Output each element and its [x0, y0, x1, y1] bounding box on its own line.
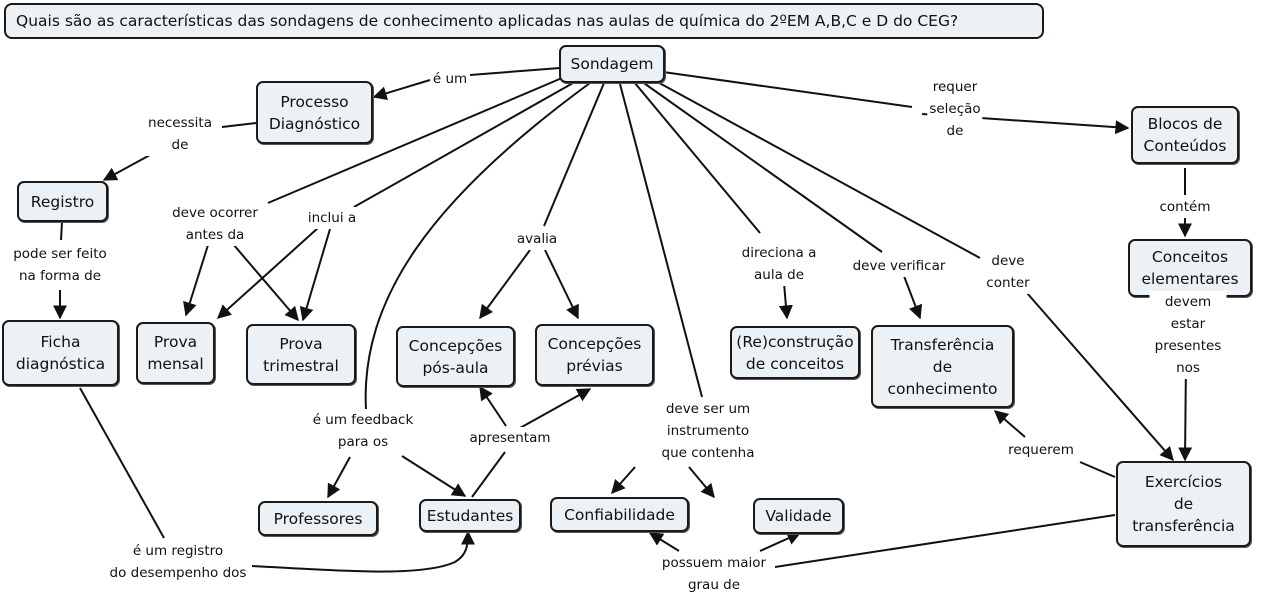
link-pode-ser-feito: pode ser feito na forma de — [11, 243, 109, 287]
link-apresentam: apresentam — [467, 427, 553, 449]
link-line — [648, 532, 680, 552]
link-line — [221, 122, 257, 128]
link-e-um: é um — [430, 68, 470, 90]
link-line — [619, 83, 703, 398]
link-line — [469, 67, 561, 76]
link-requer-selecao: requer seleção de — [927, 76, 983, 142]
link-line — [1026, 292, 1174, 462]
link-line — [903, 275, 923, 320]
link-line — [267, 77, 563, 204]
link-line — [519, 388, 592, 429]
link-line — [1079, 461, 1116, 478]
link-deve-conter: deve conter — [984, 250, 1032, 294]
focus-question-text: Quais são as características das sondage… — [16, 12, 959, 30]
node-exercicios-transferencia[interactable]: Exercícios de transferência — [1116, 461, 1251, 547]
link-devem-estar: devem estar presentes nos — [1149, 291, 1227, 379]
link-line — [759, 531, 802, 552]
node-confiabilidade[interactable]: Confiabilidade — [550, 497, 689, 532]
link-possuem: possuem maior grau de — [659, 552, 769, 596]
node-prova-trimestral[interactable]: Prova trimestral — [246, 324, 356, 385]
link-contem: contém — [1157, 196, 1213, 218]
link-line — [299, 228, 331, 322]
link-line — [774, 514, 1116, 568]
link-registro-desempenho: é um registro do desempenho dos — [107, 540, 249, 584]
node-validade[interactable]: Validade — [753, 498, 844, 534]
link-line — [79, 387, 165, 539]
node-concepcoes-pos-aula[interactable]: Concepções pós-aula — [396, 326, 515, 387]
link-line — [102, 154, 151, 181]
link-line — [543, 82, 605, 227]
node-processo-diagnostico[interactable]: Processo Diagnóstico — [256, 81, 373, 144]
link-necessita-de: necessita de — [146, 112, 214, 156]
node-transferencia-conhecimento[interactable]: Transferência de conhecimento — [871, 325, 1014, 408]
link-line — [401, 455, 467, 497]
link-line — [688, 466, 715, 499]
link-line — [544, 249, 579, 320]
link-deve-ser-instrumento: deve ser um instrumento que contenha — [659, 398, 757, 464]
link-avalia: avalia — [514, 228, 560, 250]
link-line — [993, 410, 1026, 438]
link-line — [372, 79, 431, 101]
node-blocos-conteudos[interactable]: Blocos de Conteúdos — [1131, 106, 1239, 164]
link-line — [364, 82, 591, 411]
node-estudantes[interactable]: Estudantes — [419, 499, 521, 532]
link-line — [611, 466, 636, 495]
link-line — [471, 451, 506, 498]
link-deve-ocorrer: deve ocorrer antes da — [170, 202, 260, 246]
node-prova-mensal[interactable]: Prova mensal — [136, 322, 215, 384]
node-professores[interactable]: Professores — [258, 501, 378, 536]
link-line — [479, 249, 531, 320]
link-deve-verificar: deve verificar — [850, 255, 948, 277]
node-ficha-diagnostica[interactable]: Ficha diagnóstica — [2, 320, 119, 386]
link-line — [327, 456, 351, 499]
node-conceitos-elementares[interactable]: Conceitos elementares — [1128, 239, 1252, 297]
node-sondagem[interactable]: Sondagem — [559, 45, 665, 83]
link-line — [251, 530, 475, 573]
link-line — [651, 78, 981, 259]
link-line — [353, 82, 574, 208]
link-inclui-a: inclui a — [305, 207, 359, 229]
link-requerem: requerem — [1006, 439, 1076, 461]
link-line — [216, 227, 319, 319]
node-registro[interactable]: Registro — [17, 181, 108, 222]
link-line — [479, 385, 507, 427]
focus-question: Quais são as características das sondage… — [4, 3, 1044, 39]
link-line — [232, 243, 299, 322]
link-line — [640, 80, 883, 253]
link-direciona: direciona a aula de — [739, 242, 819, 286]
node-concepcoes-previas[interactable]: Concepções prévias — [535, 324, 654, 386]
link-line — [183, 244, 209, 317]
link-line — [633, 81, 761, 234]
link-line — [778, 282, 793, 320]
node-reconstrucao-conceitos[interactable]: (Re)construção de conceitos — [730, 326, 860, 379]
link-feedback: é um feedback para os — [310, 409, 416, 453]
link-line — [60, 221, 63, 241]
link-line — [662, 71, 913, 108]
